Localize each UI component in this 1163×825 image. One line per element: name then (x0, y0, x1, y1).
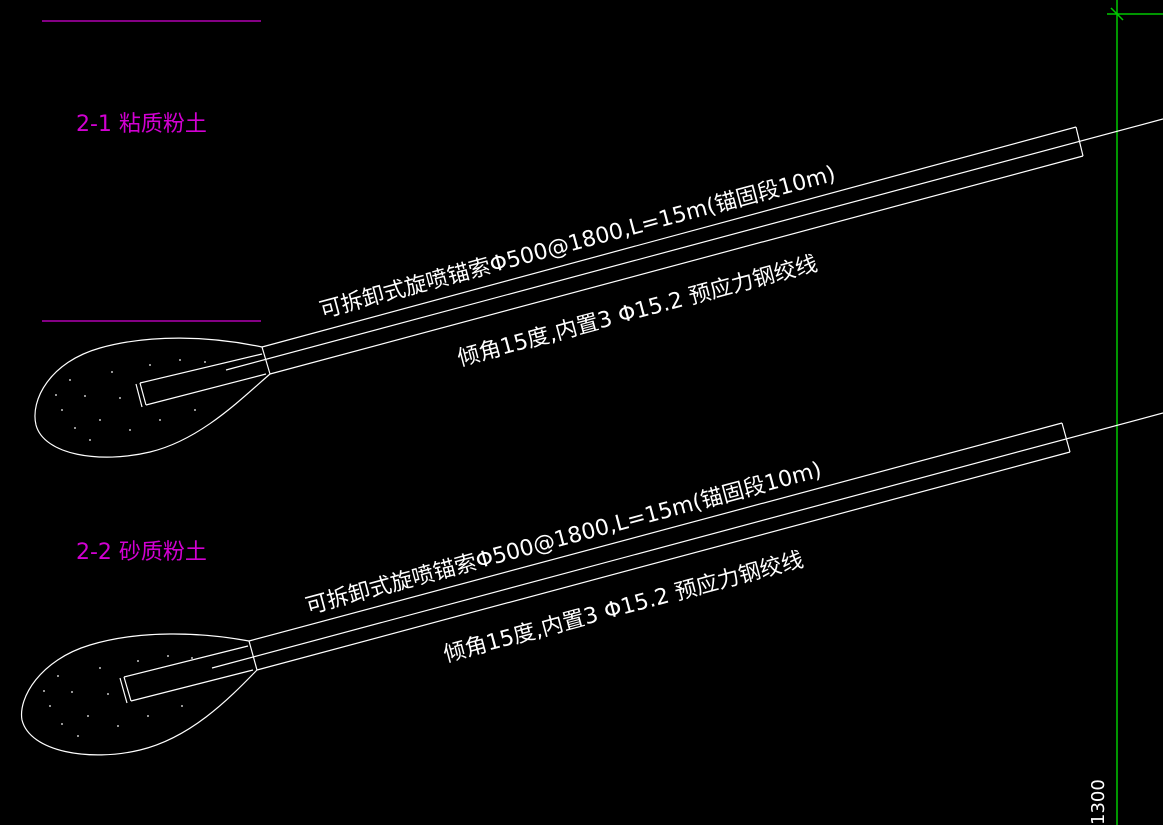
anchor-1-strand-upper (139, 353, 263, 384)
anchor-1-strand-lower (145, 373, 267, 406)
anchor-2-tube-top-edge (248, 422, 1063, 642)
anchor-2-grout-bulb (20, 633, 258, 756)
anchor-1-centre-line (225, 118, 1163, 371)
anchor-1[interactable]: 可拆卸式旋喷锚索Φ500@1800,L=15m(锚固段10m) 倾角15度,内置… (34, 118, 1163, 458)
anchor-1-grout-bulb (34, 337, 271, 458)
anchor-2-strand-upper (123, 645, 249, 678)
anchor-2-centre-line (211, 412, 1163, 669)
layer-label-2-2: 2-2 砂质粉土 (76, 540, 207, 565)
anchor-2-anchor-plate (123, 676, 132, 702)
anchor-1-tube-bottom-edge (269, 155, 1084, 375)
anchor-2-tube-bottom-edge (256, 451, 1071, 671)
anchor-1-anchor-plate (139, 382, 147, 406)
anchor-1-tube-root-cap (261, 346, 271, 375)
anchor-2-tube-root-cap (248, 640, 258, 671)
anchor-2-tube-end-cap (1061, 422, 1071, 453)
anchor-2-anchor-plate-back (119, 677, 128, 704)
anchor-1-anchor-plate-back (135, 383, 143, 408)
wall-axis-marker (1110, 7, 1124, 21)
anchor-1-tube-top-edge (261, 126, 1077, 348)
anchor-2-strand-lower (130, 669, 254, 702)
anchor-2-grout-speckle (43, 655, 193, 737)
dimension-text-1300: 1300 (1088, 779, 1109, 825)
layer-label-2-1: 2-1 粘质粉土 (76, 112, 207, 137)
anchor-1-grout-speckle (55, 359, 206, 441)
anchor-2[interactable]: 可拆卸式旋喷锚索Φ500@1800,L=15m(锚固段10m) 倾角15度,内置… (20, 412, 1163, 756)
